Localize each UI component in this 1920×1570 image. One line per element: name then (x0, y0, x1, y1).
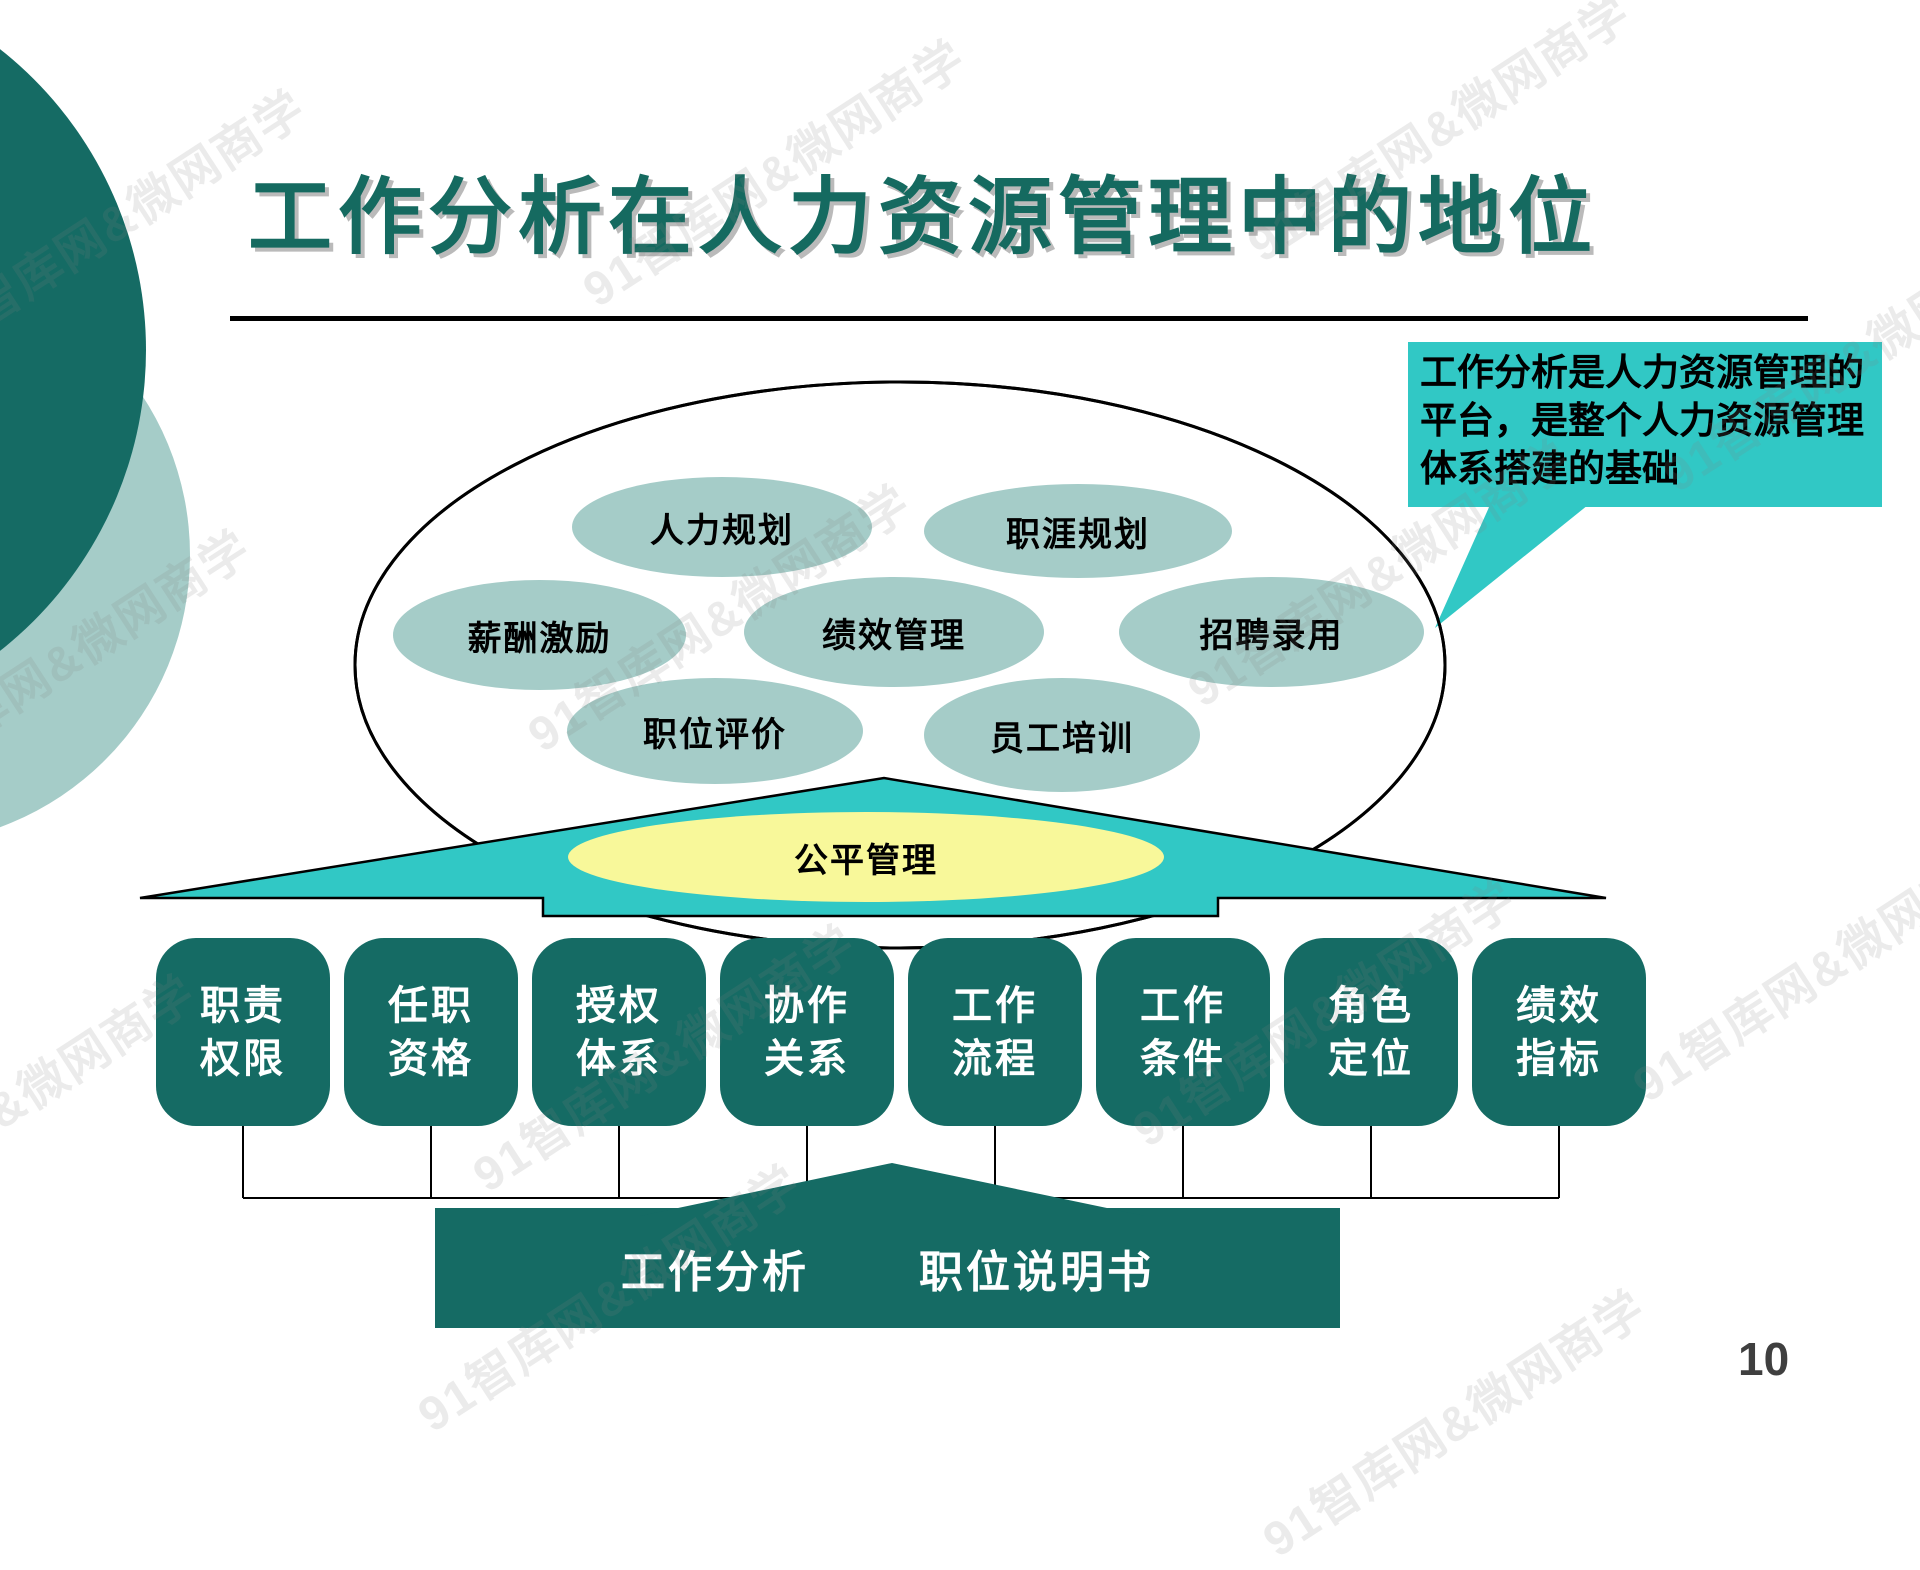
bubble-compensation: 薪酬激励 (393, 580, 686, 690)
bubble-career-planning: 职涯规划 (924, 484, 1232, 578)
jobbox-collaboration: 协作 关系 (720, 938, 894, 1126)
jobbox-line: 授权 (576, 982, 662, 1028)
jobbox-work-conditions: 工作 条件 (1096, 938, 1270, 1126)
jobbox-line: 职责 (200, 982, 286, 1028)
jobbox-line: 流程 (952, 1036, 1038, 1081)
jobbox-line: 定位 (1328, 1036, 1414, 1081)
jobbox-line: 工作 (952, 982, 1038, 1028)
jobbox-line: 角色 (1328, 982, 1414, 1028)
jobbox-line: 工作 (1140, 982, 1226, 1028)
hr-system-ellipse-outline (353, 380, 1447, 950)
callout-note: 工作分析是人力资源管理的平台，是整个人力资源管理体系搭建的基础 (1408, 342, 1882, 507)
output-job-description: 职位说明书 (919, 1248, 1154, 1297)
bubble-employee-training: 员工培训 (924, 678, 1200, 792)
bubble-performance: 绩效管理 (744, 577, 1044, 687)
bubble-position-evaluation: 职位评价 (567, 678, 863, 784)
title-underline (230, 316, 1808, 321)
jobbox-authorization: 授权 体系 (532, 938, 706, 1126)
jobbox-performance-indicators: 绩效 指标 (1472, 938, 1646, 1126)
jobbox-role-positioning: 角色 定位 (1284, 938, 1458, 1126)
decorative-circle-dark (0, 49, 146, 651)
jobbox-line: 体系 (576, 1036, 662, 1081)
jobbox-line: 指标 (1516, 1036, 1602, 1081)
jobbox-line: 绩效 (1516, 982, 1602, 1028)
fair-management-ellipse: 公平管理 (568, 812, 1164, 902)
jobbox-duty-authority: 职责 权限 (156, 938, 330, 1126)
connector-lines (242, 1126, 1560, 1199)
jobbox-line: 关系 (764, 1036, 850, 1081)
output-job-analysis: 工作分析 (621, 1248, 809, 1297)
page-number: 10 (1738, 1333, 1790, 1385)
page-title: 工作分析在人力资源管理中的地位 (248, 170, 1599, 264)
jobbox-line: 条件 (1140, 1036, 1226, 1081)
jobbox-line: 权限 (200, 1036, 286, 1081)
output-bar: 工作分析 职位说明书 (435, 1208, 1340, 1328)
callout-tail (1435, 505, 1588, 628)
jobbox-line: 资格 (388, 1036, 474, 1081)
jobbox-line: 任职 (388, 982, 474, 1028)
jobbox-line: 协作 (764, 982, 850, 1028)
bubble-recruitment: 招聘录用 (1119, 577, 1424, 687)
jobbox-qualification: 任职 资格 (344, 938, 518, 1126)
bubble-hr-planning: 人力规划 (572, 477, 872, 577)
jobbox-workflow: 工作 流程 (908, 938, 1082, 1126)
